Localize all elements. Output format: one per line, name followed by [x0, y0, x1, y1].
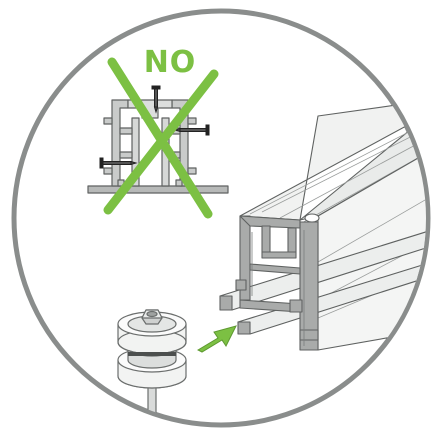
screw-icon	[173, 124, 210, 136]
x-mark-icon	[103, 57, 219, 219]
screw-hole	[304, 213, 320, 223]
roller-wheel-icon	[117, 309, 187, 423]
screw-icon	[151, 85, 161, 114]
screw-icon	[99, 157, 138, 169]
arrow-right-icon	[196, 325, 237, 353]
aluminium-rail-profile	[219, 99, 426, 351]
warning-label: NO	[144, 45, 197, 80]
